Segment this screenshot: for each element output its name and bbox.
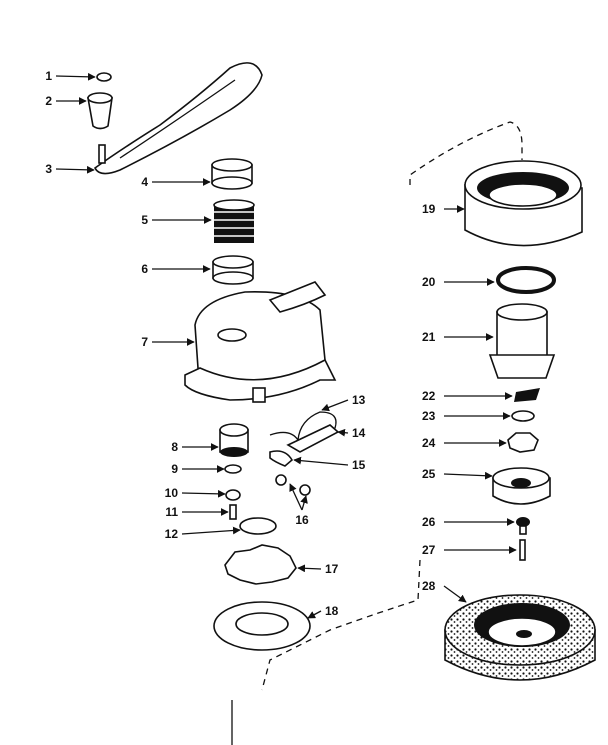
callout-label-5: 5 — [141, 213, 148, 227]
part-3-lever-arm — [93, 62, 263, 175]
callout-label-18: 18 — [325, 604, 339, 618]
callout-label-24: 24 — [422, 436, 436, 450]
part-23-washer — [511, 410, 535, 422]
callout-label-27: 27 — [422, 543, 436, 557]
callout-label-9: 9 — [171, 462, 178, 476]
part-14-lever — [286, 424, 340, 453]
part-12-ring — [239, 517, 277, 535]
part-18-dish — [213, 601, 311, 651]
leader-line-3 — [55, 165, 95, 174]
leader-line-16 — [289, 483, 303, 511]
callout-label-21: 21 — [422, 330, 436, 344]
callout-label-16: 16 — [295, 513, 309, 527]
part-27-pin — [519, 539, 526, 561]
callout-label-2: 2 — [45, 94, 52, 108]
callout-label-20: 20 — [422, 275, 436, 289]
callout-label-26: 26 — [422, 515, 436, 529]
part-8-gear — [219, 423, 249, 457]
callout-label-6: 6 — [141, 262, 148, 276]
leader-line-1 — [55, 72, 96, 81]
leader-line-15 — [293, 456, 349, 466]
leader-line-13 — [321, 399, 349, 412]
callout-label-15: 15 — [352, 458, 366, 472]
part-9-washer — [224, 464, 242, 474]
callout-label-19: 19 — [422, 202, 436, 216]
callout-label-25: 25 — [422, 467, 436, 481]
part-17-star-plate — [224, 544, 297, 585]
leader-line-18 — [307, 610, 322, 619]
leader-line-16b — [300, 495, 308, 511]
part-1-nut — [96, 72, 112, 82]
part-24-impeller — [507, 432, 539, 453]
part-19-drum — [464, 160, 583, 247]
part-22-blade — [514, 388, 540, 402]
part-11-pin — [229, 504, 237, 520]
part-5-spring — [213, 199, 255, 243]
callout-label-1: 1 — [45, 69, 52, 83]
callout-label-14: 14 — [352, 426, 366, 440]
leader-line-25 — [443, 471, 493, 480]
part-2-knob — [87, 92, 113, 130]
callout-label-12: 12 — [165, 527, 179, 541]
leader-line-10 — [181, 489, 226, 498]
part-15-latch — [269, 450, 294, 467]
part-21-motor — [488, 303, 556, 379]
callout-label-3: 3 — [45, 162, 52, 176]
part-28-grinding-wheel — [444, 594, 596, 681]
leader-line-17 — [297, 564, 322, 573]
callout-label-11: 11 — [165, 505, 178, 519]
callout-label-4: 4 — [141, 175, 148, 189]
callout-label-13: 13 — [352, 393, 366, 407]
part-7-housing — [184, 281, 337, 403]
part-4-cap — [211, 158, 253, 190]
callout-label-7: 7 — [141, 335, 148, 349]
callout-label-17: 17 — [325, 562, 339, 576]
leader-line-28 — [443, 585, 467, 603]
part-20-o-ring — [496, 266, 556, 294]
part-10-screw — [225, 489, 241, 501]
part-16-clips — [275, 474, 311, 496]
part-6-collar — [212, 255, 254, 285]
part-26-bolt — [516, 517, 530, 535]
callout-label-28: 28 — [422, 579, 436, 593]
leader-line-14 — [337, 428, 349, 437]
part-25-lower-housing — [492, 467, 551, 505]
leader-line-12 — [181, 526, 241, 535]
dashed-boundary — [261, 121, 523, 691]
callout-label-23: 23 — [422, 409, 436, 423]
callout-label-22: 22 — [422, 389, 436, 403]
callout-labels: 1234567891011121314151617181920212223242… — [45, 69, 517, 619]
callout-label-8: 8 — [171, 440, 178, 454]
callout-label-10: 10 — [165, 486, 179, 500]
